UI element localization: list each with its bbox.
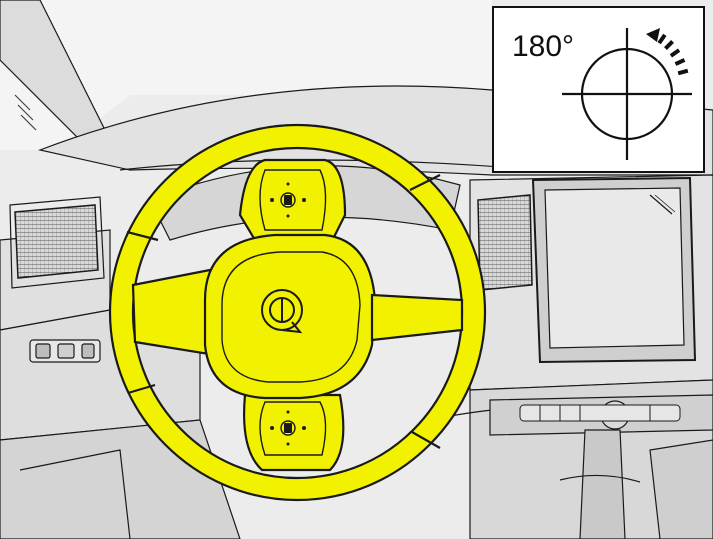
wheel-position-symbol	[562, 28, 692, 160]
right-air-vent	[477, 194, 533, 291]
counter-clockwise-rotation-arrow-icon	[646, 28, 689, 76]
rotation-angle-label: 180°	[512, 30, 575, 63]
lower-control-cluster	[259, 401, 327, 456]
steering-wheel	[108, 123, 487, 502]
left-dash-switches	[29, 339, 101, 363]
left-air-vent	[9, 196, 105, 289]
center-touchscreen	[531, 176, 697, 364]
upper-control-cluster	[259, 169, 327, 231]
climate-control-buttons	[519, 404, 681, 422]
horn-logo-icon	[261, 289, 303, 334]
rotation-inset: 180°	[492, 6, 705, 173]
